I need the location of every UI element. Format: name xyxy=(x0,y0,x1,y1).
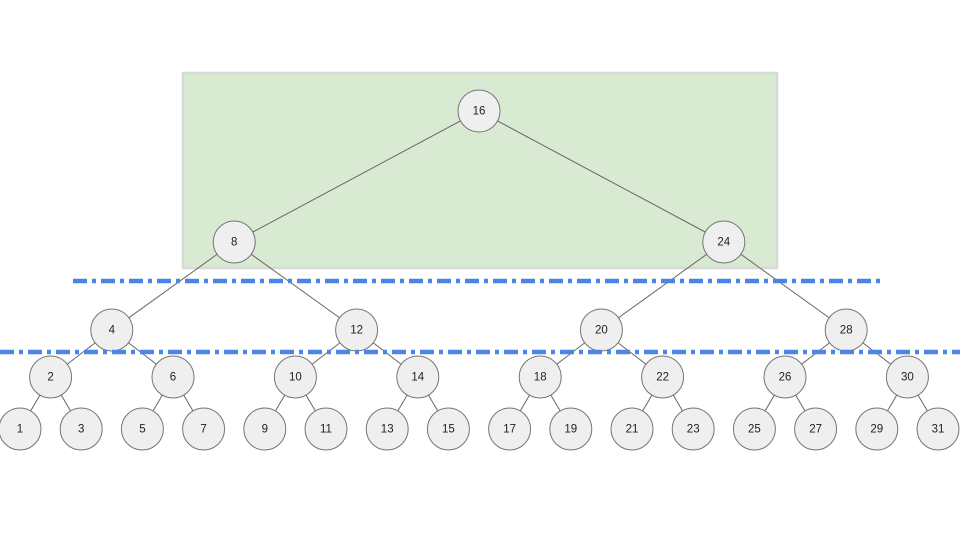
tree-node-31: 31 xyxy=(916,407,960,451)
tree-node-circle xyxy=(488,407,532,451)
tree-node-label: 18 xyxy=(534,372,547,384)
tree-edge xyxy=(233,241,357,331)
tree-node-label: 11 xyxy=(320,424,332,436)
tree-node-label: 17 xyxy=(503,424,516,436)
tree-node-circle xyxy=(0,407,42,451)
tree-node-5: 5 xyxy=(120,407,164,451)
tree-node-circle xyxy=(916,407,960,451)
tree-node-label: 31 xyxy=(932,424,945,436)
tree-node-24: 24 xyxy=(702,220,746,264)
tree-node-label: 6 xyxy=(170,372,176,384)
tree-node-12: 12 xyxy=(335,308,379,352)
tree-node-circle xyxy=(794,407,838,451)
tree-node-23: 23 xyxy=(671,407,715,451)
tree-node-circle xyxy=(855,407,899,451)
tree-node-circle xyxy=(426,407,470,451)
tree-node-label: 25 xyxy=(748,424,761,436)
tree-node-label: 20 xyxy=(595,325,608,337)
tree-node-circle xyxy=(610,407,654,451)
tree-node-16: 16 xyxy=(457,89,501,133)
tree-node-2: 2 xyxy=(29,355,73,399)
tree-node-11: 11 xyxy=(304,407,348,451)
tree-node-14: 14 xyxy=(396,355,440,399)
tree-node-circle xyxy=(396,355,440,399)
tree-node-circle xyxy=(120,407,164,451)
tree-node-circle xyxy=(59,407,103,451)
tree-node-30: 30 xyxy=(885,355,929,399)
tree-node-circle xyxy=(304,407,348,451)
tree-node-label: 24 xyxy=(717,237,730,249)
tree-node-label: 2 xyxy=(47,372,53,384)
tree-node-label: 14 xyxy=(411,372,424,384)
tree-node-13: 13 xyxy=(365,407,409,451)
tree-node-4: 4 xyxy=(90,308,134,352)
tree-node-label: 26 xyxy=(779,372,792,384)
tree-node-28: 28 xyxy=(824,308,868,352)
tree-edge xyxy=(478,110,725,243)
tree-node-circle xyxy=(885,355,929,399)
tree-node-21: 21 xyxy=(610,407,654,451)
tree-node-29: 29 xyxy=(855,407,899,451)
tree-edge xyxy=(111,241,235,331)
tree-node-17: 17 xyxy=(488,407,532,451)
tree-node-7: 7 xyxy=(182,407,226,451)
tree-node-circle xyxy=(518,355,562,399)
tree-node-label: 15 xyxy=(442,424,455,436)
tree-node-10: 10 xyxy=(273,355,317,399)
tree-node-9: 9 xyxy=(243,407,287,451)
tree-node-label: 9 xyxy=(262,424,268,436)
tree-node-circle xyxy=(457,89,501,133)
tree-node-label: 16 xyxy=(473,106,486,118)
tree-node-circle xyxy=(549,407,593,451)
tree-node-label: 19 xyxy=(564,424,577,436)
tree-node-label: 12 xyxy=(350,325,363,337)
tree-node-26: 26 xyxy=(763,355,807,399)
tree-node-label: 27 xyxy=(809,424,822,436)
tree-node-circle xyxy=(151,355,195,399)
tree-node-label: 29 xyxy=(870,424,883,436)
tree-node-circle xyxy=(90,308,134,352)
tree-node-label: 30 xyxy=(901,372,914,384)
tree-edge xyxy=(723,241,847,331)
tree-node-8: 8 xyxy=(212,220,256,264)
tree-node-circle xyxy=(365,407,409,451)
tree-node-circle xyxy=(29,355,73,399)
tree-node-circle xyxy=(671,407,715,451)
tree-node-circle xyxy=(763,355,807,399)
tree-node-22: 22 xyxy=(641,355,685,399)
tree-node-3: 3 xyxy=(59,407,103,451)
tree-node-25: 25 xyxy=(732,407,776,451)
tree-node-label: 23 xyxy=(687,424,700,436)
tree-node-circle xyxy=(273,355,317,399)
tree-node-label: 4 xyxy=(109,325,116,337)
tree-node-15: 15 xyxy=(426,407,470,451)
tree-node-label: 13 xyxy=(381,424,394,436)
tree-node-27: 27 xyxy=(794,407,838,451)
tree-edge xyxy=(233,110,480,243)
tree-node-1: 1 xyxy=(0,407,42,451)
tree-node-circle xyxy=(732,407,776,451)
tree-node-18: 18 xyxy=(518,355,562,399)
tree-node-circle xyxy=(212,220,256,264)
tree-node-circle xyxy=(182,407,226,451)
tree-node-label: 21 xyxy=(626,424,639,436)
tree-node-label: 7 xyxy=(200,424,206,436)
tree-node-6: 6 xyxy=(151,355,195,399)
tree-node-label: 1 xyxy=(17,424,23,436)
tree-node-label: 8 xyxy=(231,237,237,249)
tree-node-20: 20 xyxy=(579,308,623,352)
tree-node-circle xyxy=(243,407,287,451)
tree-node-label: 5 xyxy=(139,424,145,436)
tree-node-label: 3 xyxy=(78,424,84,436)
tree-node-label: 28 xyxy=(840,325,853,337)
tree-node-19: 19 xyxy=(549,407,593,451)
tree-edge xyxy=(601,241,725,331)
tree-node-label: 10 xyxy=(289,372,302,384)
tree-node-circle xyxy=(702,220,746,264)
tree-node-label: 22 xyxy=(656,372,669,384)
tree-node-circle xyxy=(641,355,685,399)
